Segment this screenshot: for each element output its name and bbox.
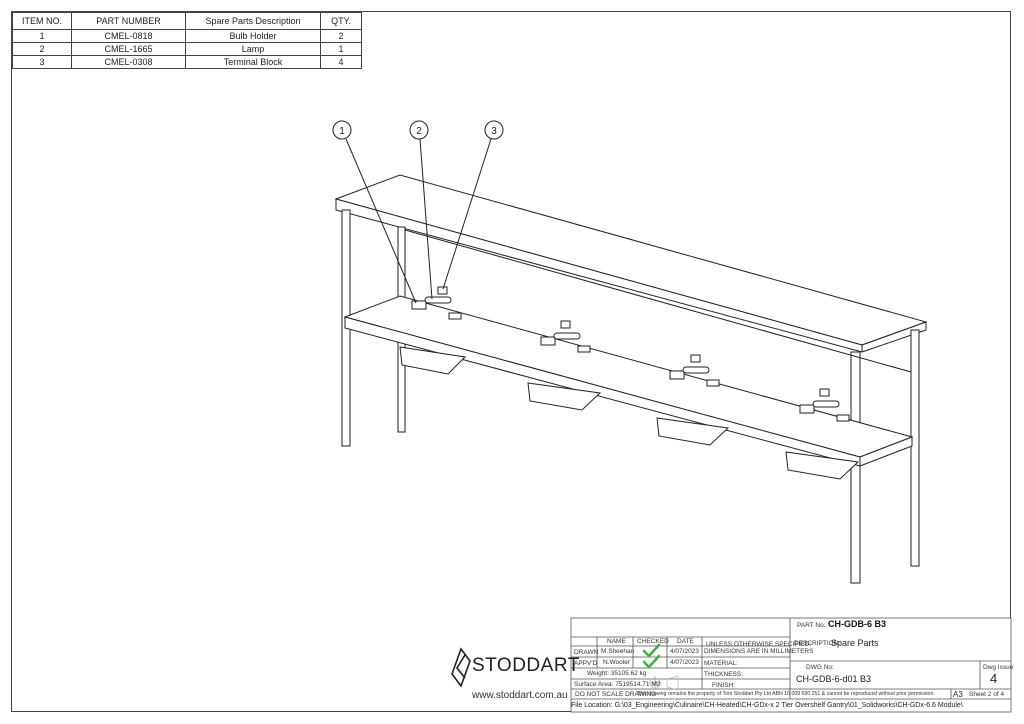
property-note: This drawing remains the property of Tom… [637, 691, 935, 697]
col-checked: CHECKED [637, 638, 669, 645]
part-no-value: CH-GDB-6 B3 [828, 619, 887, 629]
drawn-name: M.Sheehan [601, 648, 635, 655]
balloon-1: 1 [332, 120, 352, 140]
dwg-issue-value: 4 [990, 671, 998, 686]
sheet-size: A3 [953, 690, 963, 699]
appvd-name: N.Wooler [603, 659, 630, 666]
surface-area: Surface Area: 7519514.71 M2 [574, 681, 661, 688]
projection-symbol-icon [648, 675, 679, 691]
lower-shelf [343, 295, 914, 467]
dwg-no-value: CH-GDB-6-d01 B3 [796, 674, 872, 684]
lamp-assembly-3 [669, 354, 720, 387]
drawn-date: 4/07/2023 [670, 648, 699, 655]
balloon-3: 3 [484, 120, 504, 140]
bom-row: 1 CMEL-0818 Bulb Holder 2 [12, 29, 362, 43]
bom-header-row: ITEM NO. PART NUMBER Spare Parts Descrip… [12, 12, 362, 30]
thickness-label: THICKNESS: [704, 671, 744, 678]
appvd-date: 4/07/2023 [670, 659, 699, 666]
balloon-2: 2 [409, 120, 429, 140]
material-label: MATERIAL: [704, 660, 738, 667]
lamp-assembly-2 [540, 320, 591, 353]
sheet-number: Sheet 2 of 4 [969, 691, 1005, 698]
bom-cell: Terminal Block [185, 55, 321, 69]
check-icon [642, 643, 661, 658]
drawing-border [11, 11, 1011, 712]
description-label: DESCRIPTION: [794, 640, 841, 647]
bom-table: ITEM NO. PART NUMBER Spare Parts Descrip… [12, 12, 362, 69]
appvd-label: APPV'D [574, 660, 598, 667]
approval-check-icons [642, 643, 661, 669]
bom-cell: CMEL-0308 [71, 55, 186, 69]
stoddart-logo-text: STODDART [472, 655, 580, 676]
file-location: File Location: G:\03_Engineering\Culinai… [571, 702, 963, 709]
description-value: Spare Parts [831, 638, 879, 648]
bom-row: 3 CMEL-0308 Terminal Block 4 [12, 55, 362, 69]
lamp-assembly-4 [799, 388, 850, 422]
balloon-label: 2 [416, 126, 422, 137]
drawn-label: DRAWN [574, 649, 599, 656]
check-icon [642, 654, 661, 669]
website: www.stoddart.com.au [472, 690, 568, 701]
balloon-label: 1 [339, 126, 345, 137]
col-date: DATE [677, 638, 694, 645]
title-block-grid [570, 617, 1012, 713]
dwg-no-label: DWG No: [806, 664, 834, 671]
col-name: NAME [607, 638, 626, 645]
finish-label: FINISH: [712, 682, 736, 689]
dwg-issue-label: Dwg Issue [983, 664, 1014, 671]
light-fixtures [399, 346, 860, 480]
part-no-label: PART No: [797, 622, 826, 629]
balloon-label: 3 [491, 126, 497, 137]
leader-lines [345, 138, 492, 304]
dimensions-note: DIMENSIONS ARE IN MILLIMETERS [704, 648, 814, 655]
bom-cell: 4 [320, 55, 362, 69]
weight: Weight: 35105.62 kg [587, 670, 647, 677]
do-not-scale: DO NOT SCALE DRAWING [575, 691, 657, 698]
stoddart-logo-icon [451, 647, 471, 688]
top-shelf [334, 174, 928, 353]
unless-note: UNLESS OTHERWISE SPECIFIED: [706, 641, 811, 648]
